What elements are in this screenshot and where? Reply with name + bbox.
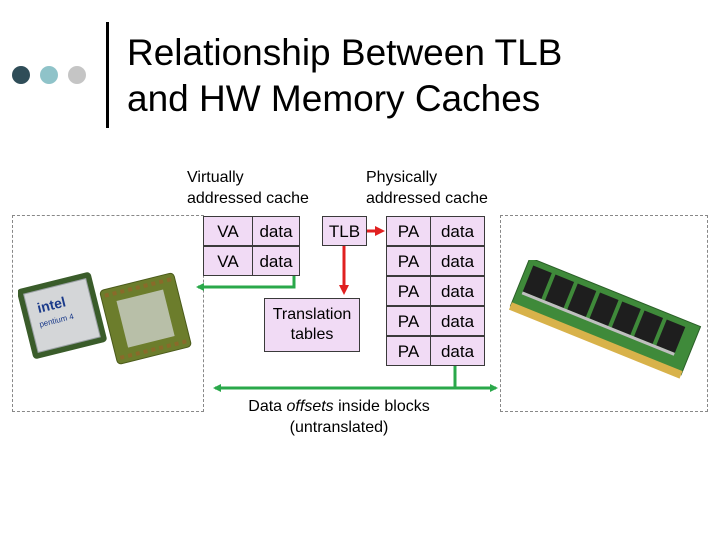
physical-header-line-1: Physically	[366, 169, 438, 186]
offsets-note-line-2: (untranslated)	[289, 419, 389, 436]
va-tag-cell: VA	[203, 246, 253, 276]
va-data-cell: data	[252, 216, 300, 246]
title-line-2: and HW Memory Caches	[127, 78, 541, 119]
page-title: Relationship Between TLB and HW Memory C…	[127, 30, 562, 122]
va-data-cell: data	[252, 246, 300, 276]
cpu-chip-image: intel pentium 4	[18, 272, 192, 365]
pa-data-cell: data	[430, 246, 485, 276]
virtual-header-line-1: Virtually	[187, 169, 244, 186]
pa-tag-cell: PA	[386, 306, 431, 336]
pa-data-cell: data	[430, 306, 485, 336]
physical-cache-header: Physically addressed cache	[366, 167, 488, 209]
translation-tables-box: Translation tables	[264, 298, 360, 352]
bullet-dot-dark	[12, 66, 30, 84]
cpu-image-frame	[12, 215, 204, 412]
physical-header-line-2: addressed cache	[366, 190, 488, 207]
va-data-offset-arrow	[196, 276, 296, 291]
pa-data-cell: data	[430, 216, 485, 246]
offsets-note-emphasis: offsets	[286, 398, 334, 415]
offsets-note-line-1: Data offsets inside blocks	[209, 396, 469, 417]
pa-tag-cell: PA	[386, 216, 431, 246]
pa-data-cell: data	[430, 276, 485, 306]
title-line-1: Relationship Between TLB	[127, 32, 563, 73]
translation-tables-line-2: tables	[290, 326, 334, 343]
virtual-cache-header: Virtually addressed cache	[187, 167, 309, 209]
pa-tag-cell: PA	[386, 336, 431, 366]
virtual-header-line-2: addressed cache	[187, 190, 309, 207]
memory-module-image	[508, 260, 702, 379]
intel-logo: intel	[36, 293, 68, 315]
va-tag-cell: VA	[203, 216, 253, 246]
offsets-note-after: inside blocks	[333, 398, 430, 415]
tlb-box: TLB	[322, 216, 367, 246]
offsets-note-before: Data	[248, 398, 287, 415]
title-divider	[106, 22, 109, 128]
pa-data-cell: data	[430, 336, 485, 366]
bullet-dot-teal	[40, 66, 58, 84]
bullet-dot-gray	[68, 66, 86, 84]
offsets-note: Data offsets inside blocks (untranslated…	[209, 396, 469, 438]
pa-tag-cell: PA	[386, 246, 431, 276]
translation-tables-line-1: Translation	[272, 306, 352, 323]
memory-image-frame	[500, 215, 708, 412]
pa-tag-cell: PA	[386, 276, 431, 306]
